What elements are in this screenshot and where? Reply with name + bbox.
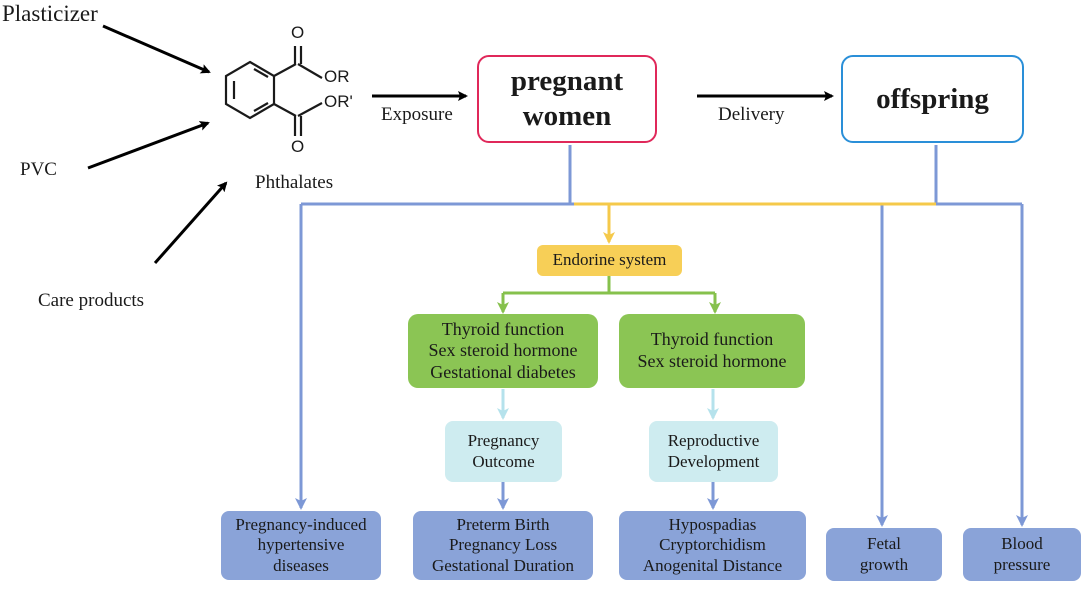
blood-line-2: pressure [993, 554, 1051, 574]
reproductive-development-box: Reproductive Development [649, 421, 778, 482]
outcome-wire-blue [301, 145, 1022, 206]
repro-line-3: Anogenital Distance [642, 555, 783, 575]
reproductive-outcome-box: Hypospadias Cryptorchidism Anogenital Di… [619, 511, 806, 580]
carbonyl-o-bottom: O [291, 137, 305, 156]
offspring-box: offspring [841, 55, 1024, 143]
pvc-arrow [87, 121, 210, 170]
blood-pressure-box: Blood pressure [963, 528, 1081, 581]
maternal-hormone-box: Thyroid function Sex steroid hormone Ges… [408, 314, 598, 388]
fetal-line-1: Fetal [867, 534, 901, 554]
maternal-line-1: Thyroid function [441, 318, 565, 339]
pregnancy-outcome-box: Pregnancy Outcome [445, 421, 562, 482]
preterm-box: Preterm Birth Pregnancy Loss Gestational… [413, 511, 593, 580]
repro-line-2: Cryptorchidism [659, 535, 766, 555]
reproductive-line-1: Reproductive [667, 431, 760, 451]
pregnancy-outcome-line-2: Outcome [472, 451, 535, 471]
endocrine-system-box: Endorine system [537, 245, 682, 276]
fetal-growth-box: Fetal growth [826, 528, 942, 581]
phthalate-structure [224, 46, 323, 136]
blood-line-1: Blood [1001, 534, 1043, 554]
offspring-hormone-line-1: Thyroid function [650, 329, 774, 350]
pregnant-line-1: pregnant [510, 65, 624, 98]
pregnancy-outcome-line-1: Pregnancy [467, 431, 540, 451]
preterm-line-2: Pregnancy Loss [448, 535, 558, 555]
pih-line-3: diseases [273, 555, 329, 575]
fetal-line-2: growth [859, 554, 909, 574]
exposure-label: Exposure [381, 104, 453, 125]
ester-or-prime-label: OR' [324, 92, 353, 111]
pih-line-2: hypertensive [257, 535, 345, 555]
care-products-label: Care products [38, 290, 145, 311]
pregnant-line-2: women [522, 100, 612, 132]
care-products-arrow [153, 181, 228, 264]
preterm-line-3: Gestational Duration [431, 555, 575, 575]
pih-box: Pregnancy-induced hypertensive diseases [221, 511, 381, 580]
preterm-line-1: Preterm Birth [456, 514, 550, 534]
repro-line-1: Hypospadias [668, 514, 757, 534]
pvc-label: PVC [20, 159, 57, 180]
pregnant-women-box: pregnant women [477, 55, 657, 143]
pih-line-1: Pregnancy-induced [235, 514, 367, 534]
delivery-label: Delivery [718, 104, 785, 125]
carbonyl-o-top: O [291, 23, 305, 42]
maternal-line-3: Gestational diabetes [430, 361, 576, 382]
offspring-label: offspring [876, 82, 989, 115]
offspring-hormone-line-2: Sex steroid hormone [637, 351, 787, 371]
maternal-line-2: Sex steroid hormone [428, 340, 578, 361]
endocrine-label: Endorine system [552, 250, 667, 270]
reproductive-line-2: Development [667, 451, 760, 471]
phthalates-label: Phthalates [255, 172, 334, 193]
green-split-wire [503, 276, 715, 295]
ester-or-label: OR [324, 67, 350, 86]
plasticizer-label: Plasticizer [2, 1, 98, 26]
offspring-hormone-box: Thyroid function Sex steroid hormone [619, 314, 805, 388]
plasticizer-arrow [102, 24, 211, 74]
